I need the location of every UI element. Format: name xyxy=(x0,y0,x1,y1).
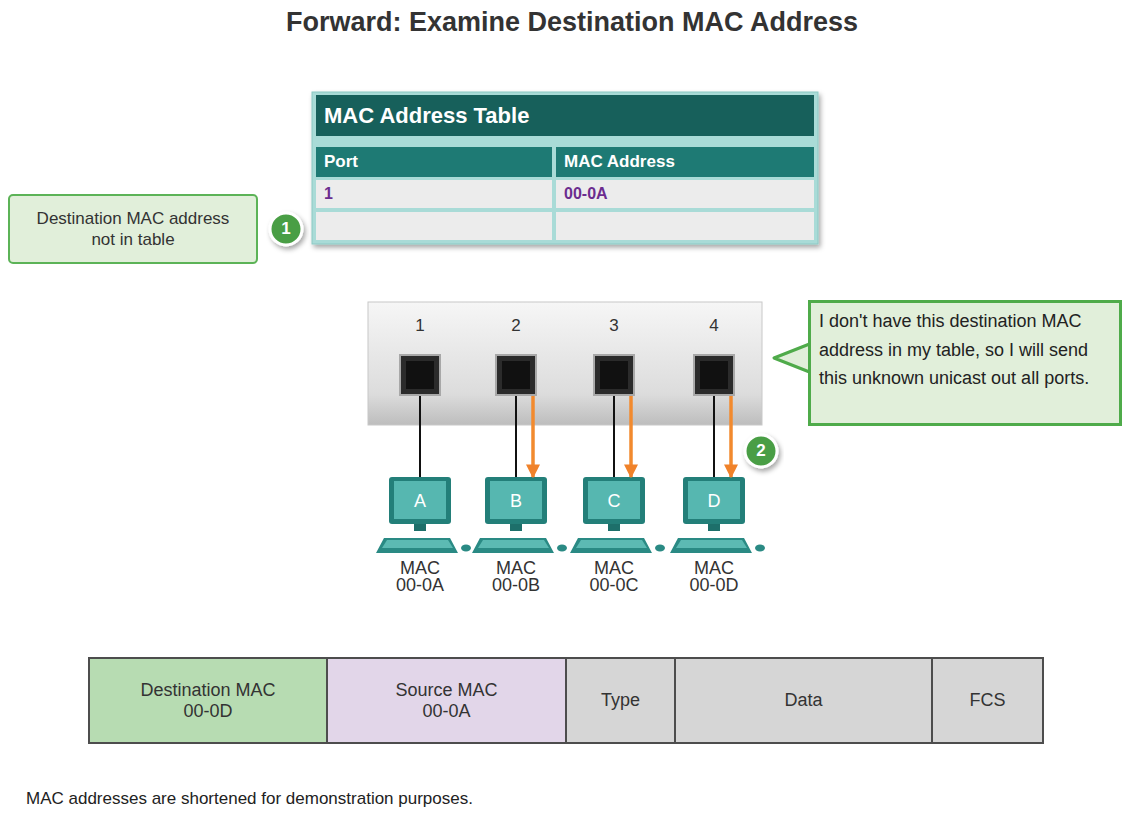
table-column-header: MAC Address xyxy=(556,147,814,177)
port-number: 4 xyxy=(692,312,736,340)
frame-flow-arrow xyxy=(531,396,535,477)
mac-label: MAC 00-0C xyxy=(579,560,649,594)
mac-address-table: MAC Address TablePortMAC Address100-0A xyxy=(312,92,818,244)
host-letter: A xyxy=(375,485,465,517)
pc-host: B MAC 00-0B xyxy=(471,477,561,595)
mac-label: MAC 00-0A xyxy=(385,560,455,594)
switch-port: 1 xyxy=(398,312,442,396)
switch-port: 3 xyxy=(592,312,636,396)
frame-field-label: Type xyxy=(571,690,671,711)
callout-number: 1 xyxy=(271,214,301,244)
callout-text: Destination MAC address not in table xyxy=(23,208,243,250)
table-cell: 1 xyxy=(316,180,552,208)
callout-box: Destination MAC address not in table xyxy=(8,194,258,264)
diagram-title: Forward: Examine Destination MAC Address xyxy=(0,6,1144,38)
pc-icon xyxy=(376,477,471,553)
empty-cell xyxy=(556,212,814,240)
port-number: 3 xyxy=(592,312,636,340)
pc-host: A MAC 00-0A xyxy=(375,477,465,595)
frame-field: Type xyxy=(565,657,676,744)
host-letter: C xyxy=(569,485,659,517)
frame-field-label: Data xyxy=(754,690,854,711)
frame-field-label: Destination MAC 00-0D xyxy=(126,680,291,722)
frame-field: Data xyxy=(674,657,933,744)
callout-badge xyxy=(270,213,302,245)
ethernet-cable xyxy=(515,396,517,477)
callout-number: 2 xyxy=(746,436,776,466)
table-frame xyxy=(312,92,818,244)
frame-field: Source MAC 00-0A xyxy=(326,657,567,744)
frame-flow-arrow xyxy=(729,396,733,477)
table-heading: MAC Address Table xyxy=(316,95,814,136)
speech-bubble: I don't have this destination MAC addres… xyxy=(808,300,1122,426)
footnote-caption: MAC addresses are shortened for demonstr… xyxy=(26,788,473,810)
host-letter: D xyxy=(669,485,759,517)
callout-badge xyxy=(745,435,777,467)
port-number: 1 xyxy=(398,312,442,340)
switch-port: 2 xyxy=(494,312,538,396)
ethernet-cable xyxy=(713,396,715,477)
table-cell: 00-0A xyxy=(556,180,814,208)
empty-cell xyxy=(316,212,552,240)
switch-port: 4 xyxy=(692,312,736,396)
pc-icon xyxy=(570,477,665,553)
callout-text: I don't have this destination MAC addres… xyxy=(819,307,1109,393)
mac-label: MAC 00-0B xyxy=(481,560,551,594)
table-column-header: Port xyxy=(316,147,552,177)
frame-field: Destination MAC 00-0D xyxy=(88,657,328,744)
pc-icon xyxy=(670,477,765,553)
pc-icon xyxy=(472,477,567,553)
frame-field: FCS xyxy=(931,657,1044,744)
bubble-pointer xyxy=(774,343,812,373)
ethernet-cable xyxy=(613,396,615,477)
host-letter: B xyxy=(471,485,561,517)
frame-flow-arrow xyxy=(629,396,633,477)
frame-field-label: FCS xyxy=(938,690,1038,711)
port-number: 2 xyxy=(494,312,538,340)
switch-body xyxy=(368,302,762,425)
mac-label: MAC 00-0D xyxy=(679,560,749,594)
ethernet-cable xyxy=(419,396,421,477)
port-sockets xyxy=(400,355,734,395)
pc-host: C MAC 00-0C xyxy=(569,477,659,595)
frame-field-label: Source MAC 00-0A xyxy=(383,680,511,722)
pc-host: D MAC 00-0D xyxy=(669,477,759,595)
